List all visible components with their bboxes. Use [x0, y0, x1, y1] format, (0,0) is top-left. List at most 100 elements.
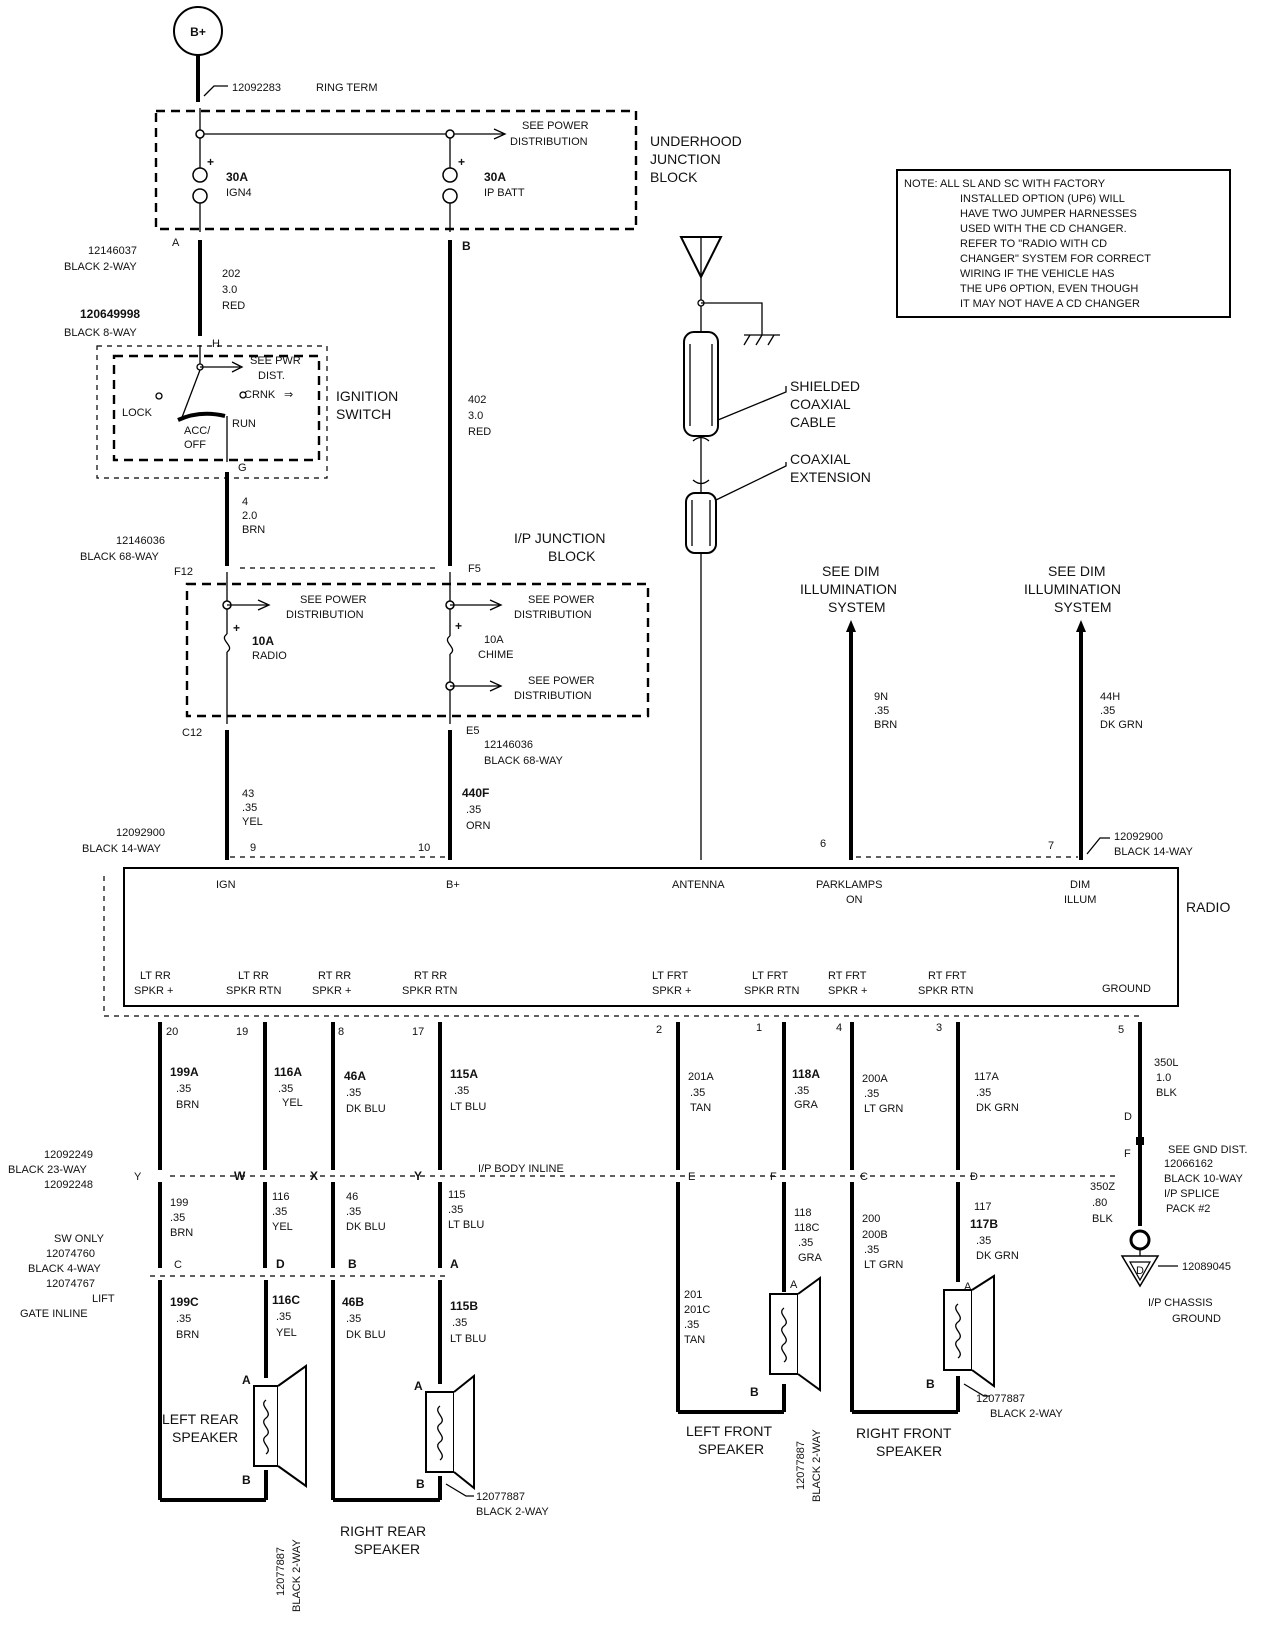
svg-text:⇒: ⇒: [284, 389, 293, 401]
wire-118-size: .35: [798, 1237, 813, 1249]
radio-term-rtfrt-plus-2: SPKR +: [828, 985, 867, 997]
wire-201a-size: .35: [690, 1087, 705, 1099]
conn-12146037-part: 12146037: [88, 245, 137, 257]
note-line-5: REFER TO "RADIO WITH CD: [960, 238, 1107, 250]
wire-117a-id: 117A: [974, 1071, 1000, 1083]
ign-crnk: CRNK: [244, 389, 276, 401]
wire-4-id: 4: [242, 496, 248, 508]
radio-pin-4: 4: [836, 1022, 842, 1034]
ip-pin-f5: F5: [468, 563, 481, 575]
note-box: [896, 169, 1231, 318]
inline-pin-w: W: [234, 1169, 246, 1183]
wire-201-size: .35: [684, 1319, 699, 1331]
dim2-see-1: SEE DIM: [1048, 563, 1106, 579]
radio-term-rtrr-rtn-1: RT RR: [414, 970, 447, 982]
liftgate-line-1: SW ONLY: [54, 1233, 105, 1245]
note-line-9: IT MAY NOT HAVE A CD CHANGER: [960, 298, 1140, 310]
liftgate-line-2: 12074760: [46, 1248, 95, 1260]
radio-pin-8: 8: [338, 1026, 344, 1038]
inline-pin-d: D: [970, 1171, 978, 1183]
ignition-title-1: IGNITION: [336, 388, 398, 404]
wire-117-size: .35: [976, 1235, 991, 1247]
liftgate-pin-b: B: [348, 1257, 357, 1271]
liftgate-pin-d: D: [276, 1257, 285, 1271]
wire-200b-id: 200B: [862, 1229, 888, 1241]
right-rear-speaker-2: SPEAKER: [354, 1541, 420, 1557]
fuse-30a-ipbatt-name: IP BATT: [484, 187, 525, 199]
shielded-coax-3: CABLE: [790, 414, 836, 430]
left-front-conn-desc: BLACK 2-WAY: [811, 1429, 823, 1502]
wire-43-size: .35: [242, 802, 257, 814]
right-front-conn-part: 12077887: [976, 1393, 1025, 1405]
dim2-see-2: ILLUMINATION: [1024, 581, 1121, 597]
wire-46a-size: .35: [346, 1087, 361, 1099]
right-front-speaker-1: RIGHT FRONT: [856, 1425, 952, 1441]
inline-part-a: 12092249: [44, 1149, 93, 1161]
radio-term-ign: IGN: [216, 879, 236, 891]
wire-115b-color: LT BLU: [450, 1333, 486, 1345]
left-rear-speaker-2: SPEAKER: [172, 1429, 238, 1445]
inline-pin-e: E: [688, 1171, 695, 1183]
radio-conn-right-desc: BLACK 14-WAY: [1114, 846, 1194, 858]
left-front-speaker-2: SPEAKER: [698, 1441, 764, 1457]
antenna-icon: [679, 236, 723, 280]
dim1-see-2: ILLUMINATION: [800, 581, 897, 597]
inline-pin-y1: Y: [134, 1171, 142, 1183]
radio-pin-9: 9: [250, 842, 256, 854]
underhood-see-power-1: SEE POWER: [522, 120, 589, 132]
left-front-pin-a: A: [790, 1279, 798, 1291]
conn-8way-part: 120649998: [80, 307, 140, 321]
radio-pin-7: 7: [1048, 840, 1054, 852]
underhood-see-power-2: DISTRIBUTION: [510, 136, 588, 148]
svg-text:+: +: [455, 619, 462, 633]
wire-201a-color: TAN: [690, 1102, 711, 1114]
radio-term-bplus: B+: [446, 879, 460, 891]
ign-see-pwr: SEE PWR: [250, 355, 301, 367]
radio-term-ltfrt-plus-2: SPKR +: [652, 985, 691, 997]
radio-term-illum: ILLUM: [1064, 894, 1096, 906]
ground-icon: [743, 334, 780, 346]
wire-115b-id: 115B: [450, 1299, 478, 1313]
svg-text:+: +: [233, 621, 240, 635]
wire-116-id: 116: [272, 1191, 290, 1203]
ip-junction-block: [185, 582, 650, 718]
underhood-title-3: BLOCK: [650, 169, 698, 185]
wire-350l-color: BLK: [1156, 1087, 1177, 1099]
ip-see-power-3b: DISTRIBUTION: [514, 690, 592, 702]
wire-44h-size: .35: [1100, 705, 1115, 717]
inline-desc: BLACK 23-WAY: [8, 1164, 88, 1176]
wire-117-color: DK GRN: [976, 1250, 1019, 1262]
wire-199c-color: BRN: [176, 1329, 199, 1341]
right-rear-pin-a: A: [414, 1379, 423, 1393]
wire-116c-size: .35: [276, 1311, 291, 1323]
wire-199-id: 199: [170, 1197, 188, 1209]
wire-46-id: 46: [346, 1191, 358, 1203]
ign-acc: ACC/: [184, 425, 211, 437]
wire-201-id: 201: [684, 1289, 702, 1301]
wire-199a-id: 199A: [170, 1065, 199, 1079]
note-line-6: CHANGER" SYSTEM FOR CORRECT: [960, 253, 1151, 265]
radio-term-rtrr-plus-2: SPKR +: [312, 985, 351, 997]
radio-term-rtrr-rtn-2: SPKR RTN: [402, 985, 457, 997]
wire-46-size: .35: [346, 1206, 361, 1218]
radio-term-parklamps: PARKLAMPS: [816, 879, 882, 891]
wire-200-color: LT GRN: [864, 1259, 903, 1271]
wire-115-size: .35: [448, 1204, 463, 1216]
wire-201a-id: 201A: [688, 1071, 714, 1083]
fuse-30a-ign4-amp: 30A: [226, 170, 248, 184]
wire-202-size: 3.0: [222, 284, 237, 296]
liftgate-pin-a: A: [450, 1257, 459, 1271]
inline-label: I/P BODY INLINE: [478, 1163, 564, 1175]
ground-see: SEE GND DIST.: [1168, 1144, 1247, 1156]
radio-term-rtrr-plus-1: RT RR: [318, 970, 351, 982]
wire-115a-id: 115A: [450, 1067, 478, 1081]
left-rear-conn-part: 12077887: [275, 1547, 287, 1596]
radio-pin-1: 1: [756, 1022, 762, 1034]
shielded-coax-1: SHIELDED: [790, 378, 860, 394]
wire-350z-id: 350Z: [1090, 1181, 1115, 1193]
radio-term-ltrr-rtn-2: SPKR RTN: [226, 985, 281, 997]
radio-term-ltrr-plus-1: LT RR: [140, 970, 171, 982]
wire-440f-color: ORN: [466, 820, 491, 832]
shielded-coax-2: COAXIAL: [790, 396, 851, 412]
